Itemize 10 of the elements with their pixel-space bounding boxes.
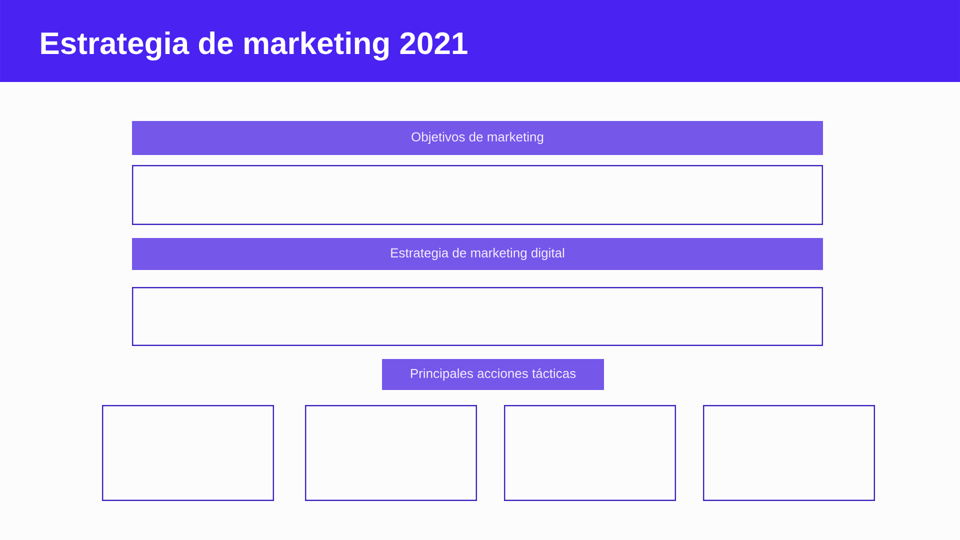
- heading-bar: Principales acciones tácticas: [382, 359, 604, 390]
- heading-bar: Objetivos de marketing: [132, 121, 823, 155]
- title: Estrategia de marketing 2021: [41, 31, 468, 61]
- answer-box: [132, 287, 823, 346]
- answer-box: [703, 404, 875, 501]
- answer-box: [102, 404, 274, 501]
- answer-box: [504, 404, 676, 501]
- answer-box: [305, 404, 477, 501]
- answer-box: [132, 165, 823, 225]
- heading-bar: Estrategia de marketing digital: [132, 238, 823, 270]
